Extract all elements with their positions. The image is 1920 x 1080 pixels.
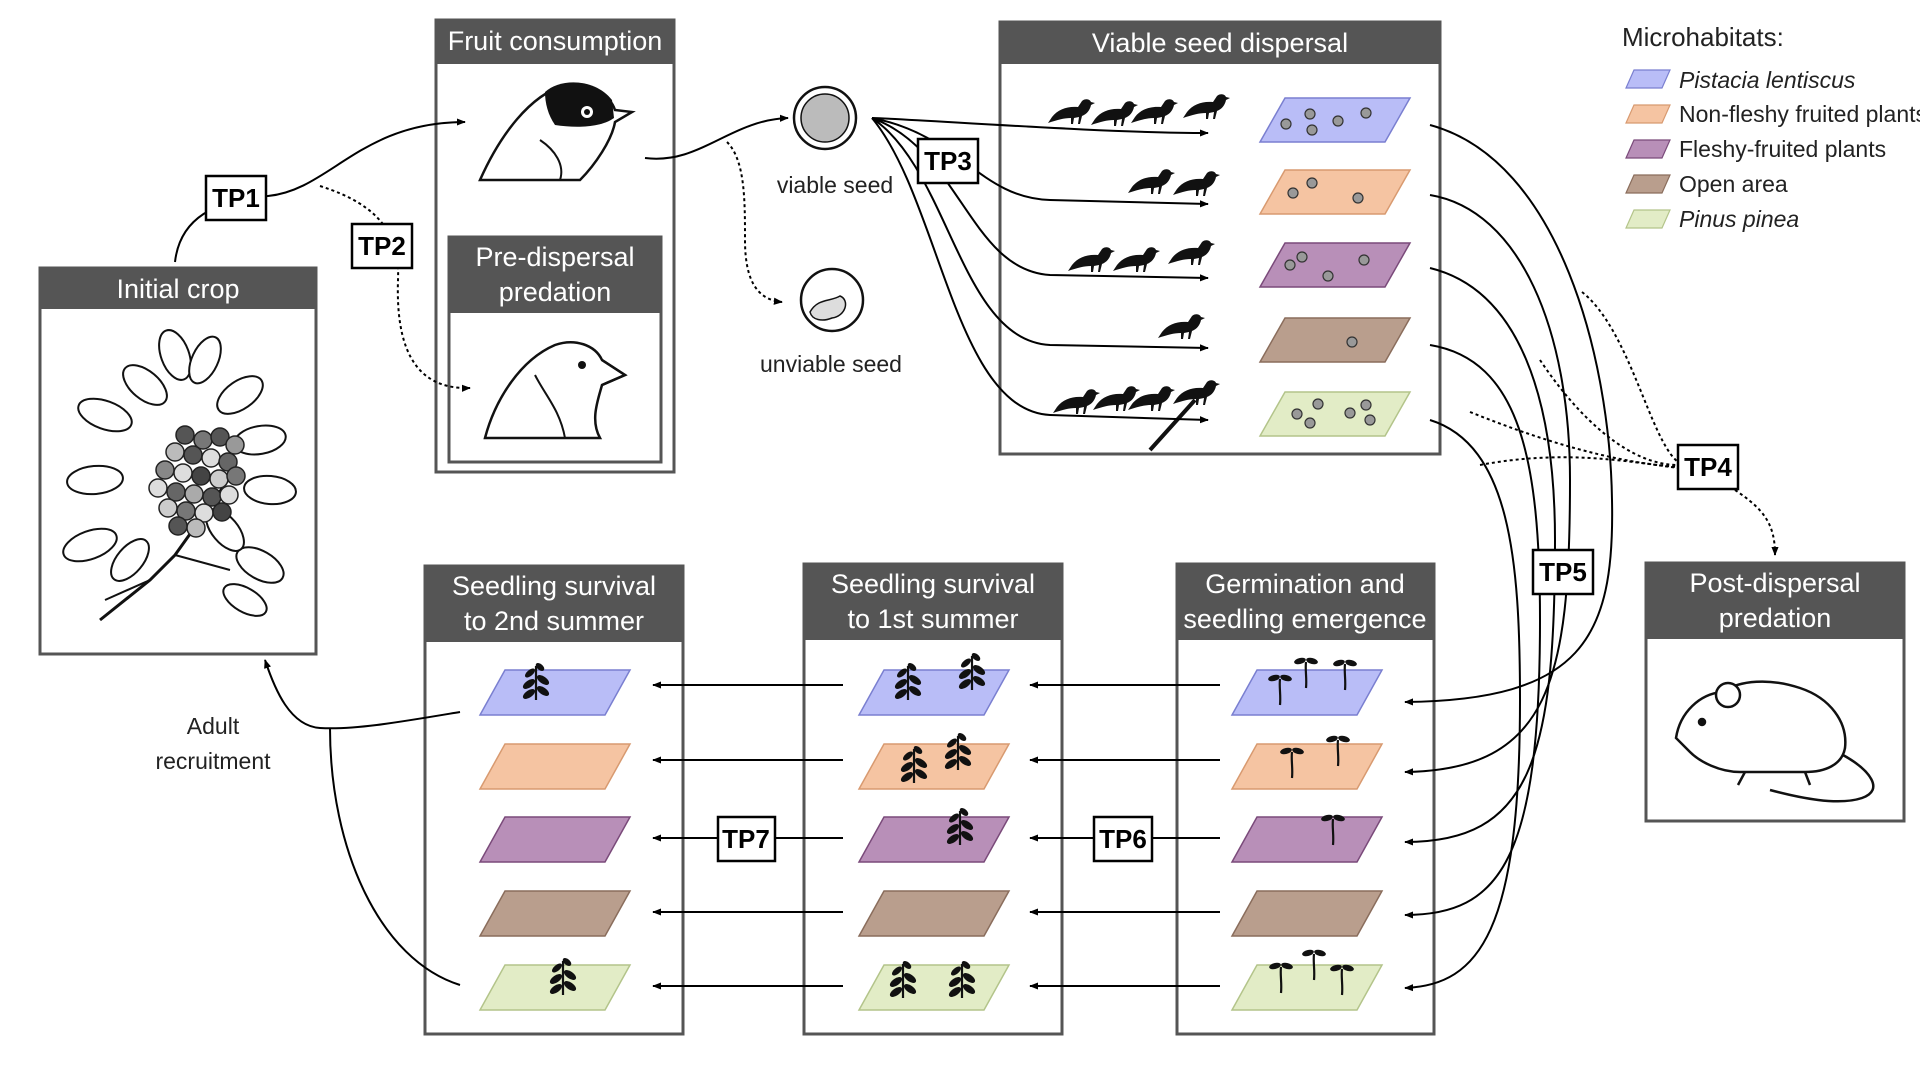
tp7-box: TP7: [716, 815, 777, 863]
tp3-label: TP3: [924, 146, 972, 176]
legend-item: Open area: [1625, 171, 1788, 197]
legend-item: Pinus pinea: [1625, 206, 1799, 232]
unviable-seed-label: unviable seed: [760, 351, 902, 377]
initial-crop-box: Initial crop: [38, 266, 318, 656]
viable-seed-icon: [792, 85, 858, 151]
tp4-label: TP4: [1684, 452, 1732, 482]
fruit-cluster: [148, 425, 246, 538]
survival-2nd-title-2: to 2nd summer: [464, 606, 644, 636]
survival-1st-summer-box: Seedling survival to 1st summer: [802, 562, 1064, 1036]
disperser-birds: [1048, 94, 1230, 452]
germination-box: Germination and seedling emergence: [1175, 562, 1436, 1036]
survival-2nd-summer-box: Seedling survival to 2nd summer: [423, 564, 685, 1036]
germination-title-1: Germination and: [1205, 569, 1405, 599]
post-dispersal-title-2: predation: [1719, 603, 1832, 633]
unviable-seed-icon: [799, 267, 865, 333]
adult-recruitment-label-1: Adult: [187, 713, 240, 739]
pre-dispersal-title-1: Pre-dispersal: [475, 242, 634, 272]
fruit-consumption-title: Fruit consumption: [448, 26, 663, 56]
tp1-box: TP1: [204, 174, 268, 222]
tp4-box: TP4: [1676, 443, 1740, 491]
viable-seed-dispersal-box: Viable seed dispersal: [998, 20, 1442, 456]
initial-crop-title: Initial crop: [116, 274, 239, 304]
tp1-label: TP1: [212, 183, 260, 213]
legend-item: Pistacia lentiscus: [1625, 67, 1856, 93]
legend-title: Microhabitats:: [1622, 22, 1784, 52]
tp2-box: TP2: [350, 222, 414, 270]
survival-1st-title-2: to 1st summer: [847, 604, 1018, 634]
legend-item: Fleshy-fruited plants: [1625, 136, 1886, 162]
pre-dispersal-predation-box: Pre-dispersal predation: [447, 235, 663, 464]
tp5-label: TP5: [1539, 557, 1587, 587]
lentisk-branch-icon: [62, 329, 297, 622]
legend-label-fleshy: Fleshy-fruited plants: [1679, 136, 1886, 162]
post-dispersal-predation-box: Post-dispersal predation: [1644, 561, 1906, 823]
tp2-label: TP2: [358, 231, 406, 261]
finch-head-icon: [483, 341, 628, 440]
flow-arrows: [174, 114, 1779, 992]
legend-label-pinus: Pinus pinea: [1679, 206, 1799, 232]
survival-2nd-title-1: Seedling survival: [452, 571, 656, 601]
viable-seed-dispersal-title: Viable seed dispersal: [1092, 28, 1348, 58]
tp7-label: TP7: [722, 824, 770, 854]
survival-1st-title-1: Seedling survival: [831, 569, 1035, 599]
legend: Microhabitats: Pistacia lentiscus Non-fl…: [1622, 22, 1920, 232]
adult-recruitment-label-2: recruitment: [155, 748, 271, 774]
tp3-box: TP3: [916, 137, 980, 185]
legend-label-pistacia: Pistacia lentiscus: [1679, 67, 1856, 93]
post-dispersal-title-1: Post-dispersal: [1689, 568, 1860, 598]
viable-seed-label: viable seed: [777, 172, 893, 198]
tp6-label: TP6: [1099, 824, 1147, 854]
mouse-icon: [1674, 680, 1875, 803]
warbler-head-icon: [478, 82, 636, 182]
legend-item: Non-fleshy fruited plants: [1625, 101, 1920, 127]
tp6-box: TP6: [1092, 815, 1154, 863]
tp5-box: TP5: [1531, 548, 1595, 596]
legend-label-open-area: Open area: [1679, 171, 1788, 197]
dispersal-patches: [1258, 97, 1412, 437]
germination-title-2: seedling emergence: [1183, 604, 1426, 634]
legend-label-non-fleshy: Non-fleshy fruited plants: [1679, 101, 1920, 127]
pre-dispersal-title-2: predation: [499, 277, 612, 307]
